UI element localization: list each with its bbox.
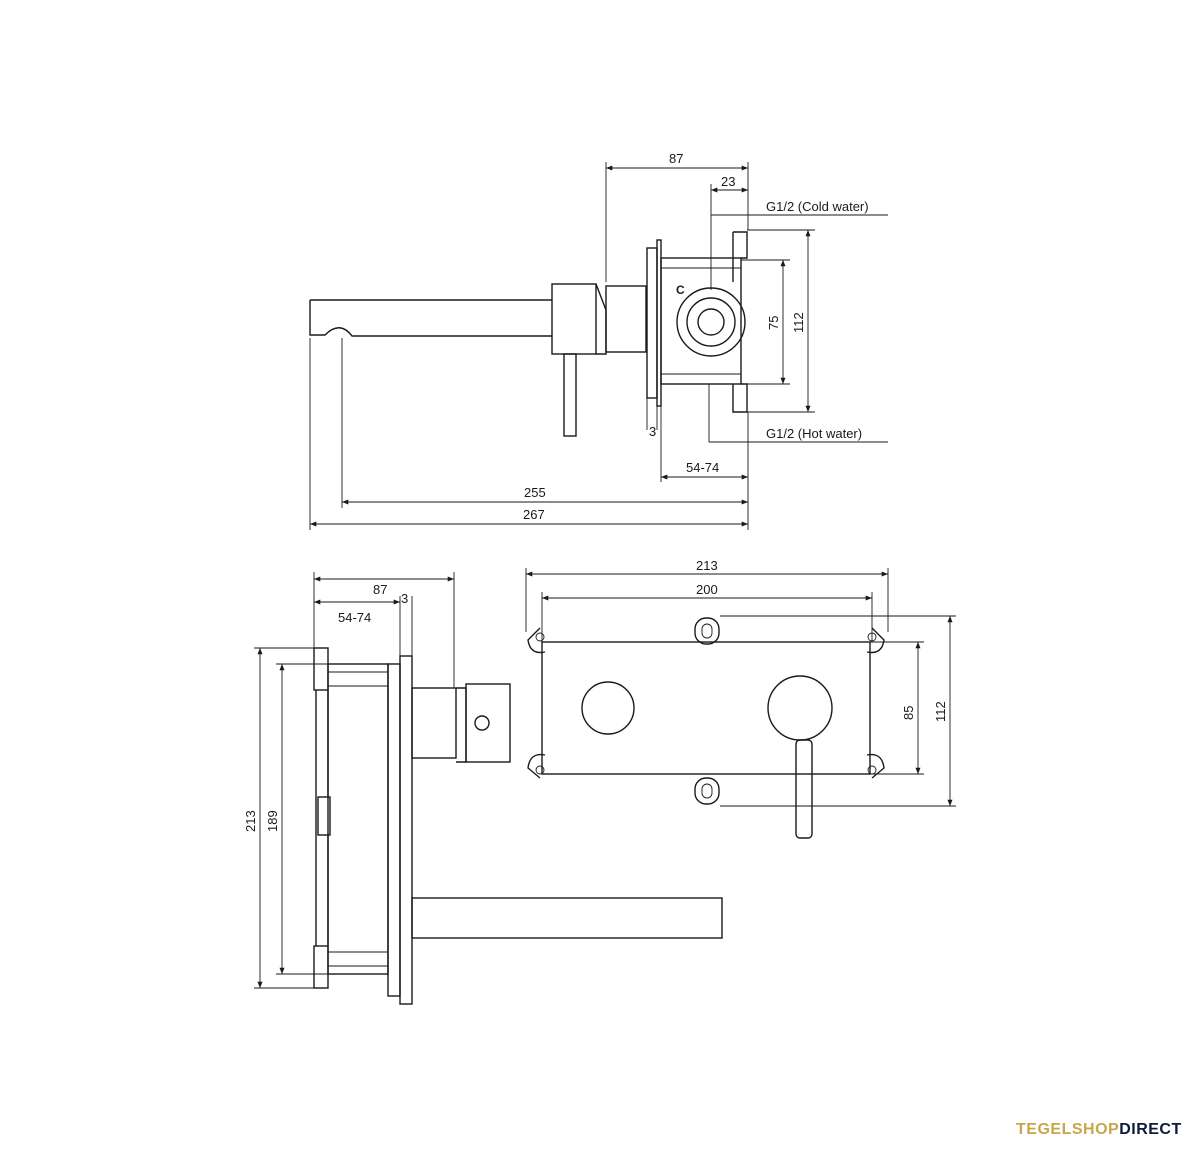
cold-water-label: G1/2 (Cold water): [766, 199, 869, 214]
top-dim-87-label: 87: [373, 582, 387, 597]
top-knurled-handle: [465, 683, 511, 763]
top-dim-213-label: 213: [243, 810, 258, 832]
brand-logo-part-b: DIRECT: [1119, 1121, 1182, 1138]
brand-logo-part-a: TEGELSHOP: [1016, 1121, 1120, 1138]
front-dim-200-label: 200: [696, 582, 718, 597]
dim-54-74-label: 54-74: [686, 460, 719, 475]
brand-logo: TEGELSHOPDIRECT: [1016, 1121, 1182, 1139]
knurled-handle: [551, 283, 597, 355]
front-plate: [541, 641, 871, 775]
dim-75-label: 75: [766, 316, 781, 330]
dim-23-label: 23: [721, 174, 735, 189]
cold-marker-label: C: [676, 283, 685, 297]
front-lever: [795, 739, 813, 839]
dim-87-label: 87: [669, 151, 683, 166]
hot-water-label: G1/2 (Hot water): [766, 426, 862, 441]
dim-3-label: 3: [649, 424, 656, 439]
handle-rosette: [767, 675, 833, 741]
front-view: 213 200 85 112: [525, 558, 956, 839]
top-dim-189-label: 189: [265, 810, 280, 832]
dim-255-label: 255: [524, 485, 546, 500]
dim-112-label: 112: [791, 312, 806, 333]
front-dim-213-label: 213: [696, 558, 718, 573]
side-view: C 87 23 G1/2 (Cold water) G1/2 (Hot wate…: [309, 151, 888, 530]
top-spout: [411, 897, 723, 939]
top-view: 87 54-74 3 213 189: [243, 572, 723, 1005]
dim-267-label: 267: [523, 507, 545, 522]
top-dim-3-label: 3: [401, 591, 408, 606]
lever: [563, 353, 577, 437]
front-dim-85-label: 85: [901, 706, 916, 720]
spout-outlet-circle: [581, 681, 635, 735]
top-dim-54-74-label: 54-74: [338, 610, 371, 625]
front-dim-112-label: 112: [933, 701, 948, 722]
